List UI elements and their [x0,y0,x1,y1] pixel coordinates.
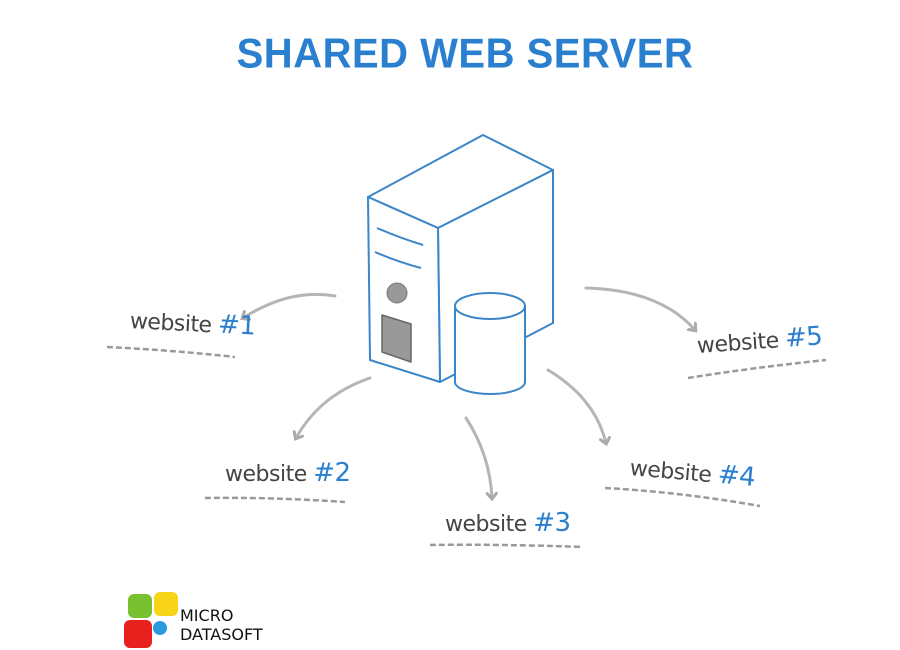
website-text: website [445,512,527,537]
page-title: SHARED WEB SERVER [236,30,694,78]
arrow-website-3 [464,416,492,498]
website-number: #2 [313,458,351,488]
logo-line-2: DATASOFT [180,625,263,644]
website-label-3: website #3 [445,508,571,538]
website-number: #1 [217,309,257,342]
logo-icon [124,592,178,648]
arrow-website-2 [296,376,372,438]
dashed-underlines [106,345,827,549]
website-text: website [129,309,213,339]
arrow-website-1 [243,292,337,318]
arrow-website-4 [546,368,606,443]
website-number: #4 [716,459,757,493]
database-icon [454,292,526,395]
arrows [243,286,695,498]
website-text: website [225,462,307,487]
website-number: #3 [533,508,571,538]
logo-text: MICRO DATASOFT [180,606,263,644]
logo-line-1: MICRO [180,606,234,625]
website-text: website [696,328,780,359]
website-label-2: website #2 [225,458,351,488]
website-number: #5 [783,321,824,354]
arrow-website-5 [584,286,695,330]
